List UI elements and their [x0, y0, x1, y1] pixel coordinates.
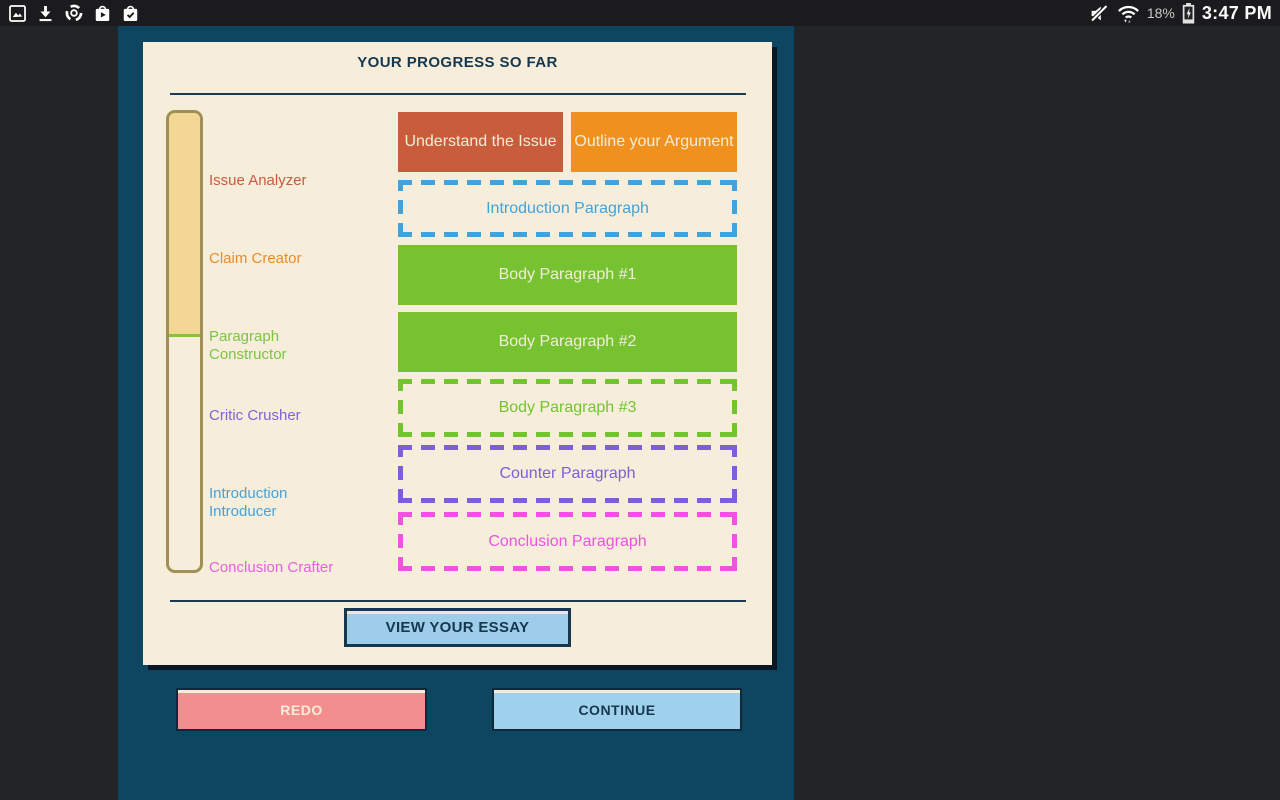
progress-fill [169, 113, 200, 337]
progress-screen-panel: YOUR PROGRESS SO FAR Issue Analyzer Clai… [118, 26, 794, 800]
continue-button[interactable]: CONTINUE [492, 688, 742, 731]
wifi-icon [1117, 2, 1140, 24]
redo-button[interactable]: REDO [176, 688, 427, 731]
download-icon [36, 2, 55, 24]
system-status-icons: 18% 3:47 PM [1089, 2, 1272, 24]
chrome-icon [64, 2, 84, 24]
stage-label-critic-crusher: Critic Crusher [209, 407, 301, 424]
stage-label-issue-analyzer: Issue Analyzer [209, 172, 307, 189]
view-essay-button[interactable]: VIEW YOUR ESSAY [344, 608, 571, 647]
progress-card: YOUR PROGRESS SO FAR Issue Analyzer Clai… [143, 42, 772, 665]
page-title: YOUR PROGRESS SO FAR [357, 54, 558, 71]
notification-icons [8, 2, 140, 24]
step-conclusion-paragraph: Conclusion Paragraph [398, 512, 737, 571]
stage-label-claim-creator: Claim Creator [209, 250, 302, 267]
stage-label-introduction-introducer: Introduction Introducer [209, 485, 288, 520]
step-outline-your-argument: Outline your Argument [571, 112, 737, 172]
play-store-icon [93, 2, 112, 24]
step-counter-paragraph: Counter Paragraph [398, 445, 737, 503]
clock: 3:47 PM [1201, 2, 1272, 23]
step-introduction-paragraph: Introduction Paragraph [398, 180, 737, 237]
stage-label-paragraph-constructor: Paragraph Constructor [209, 328, 287, 363]
step-body-paragraph-1: Body Paragraph #1 [398, 245, 737, 305]
step-understand-the-issue: Understand the Issue [398, 112, 563, 172]
step-body-paragraph-3: Body Paragraph #3 [398, 379, 737, 437]
status-bar[interactable]: 18% 3:47 PM [0, 0, 1280, 26]
step-body-paragraph-2: Body Paragraph #2 [398, 312, 737, 372]
stage-label-conclusion-crafter: Conclusion Crafter [209, 559, 334, 576]
battery-charging-icon [1182, 2, 1195, 24]
divider-top [170, 93, 746, 95]
progress-track [166, 110, 203, 573]
divider-bottom [170, 600, 746, 602]
screenshot-icon [8, 2, 27, 24]
verified-apps-icon [121, 2, 140, 24]
battery-percent: 18% [1146, 5, 1175, 21]
volume-muted-icon [1089, 2, 1110, 24]
